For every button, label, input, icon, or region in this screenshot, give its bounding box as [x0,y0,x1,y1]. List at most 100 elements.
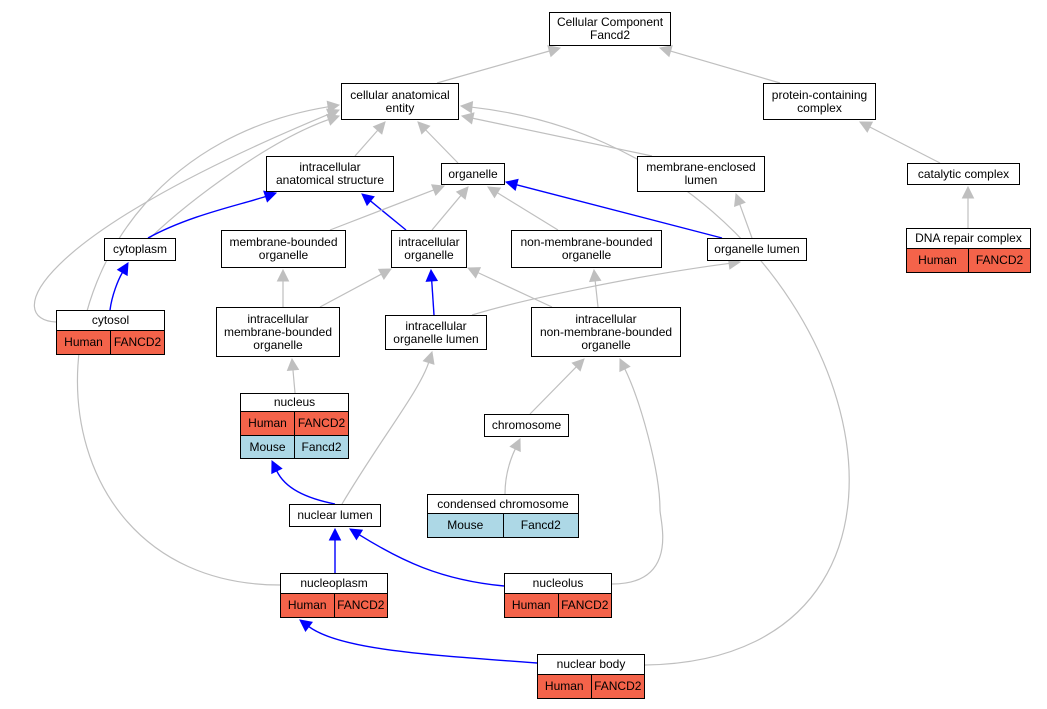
edge-arrowhead [619,357,631,373]
edge-cat-to-pcc [859,121,941,164]
gene-cell[interactable]: FANCD2 [557,594,612,617]
edge-mel-to-cae [460,112,653,157]
node-label: cytoplasm [112,242,168,256]
edge-line [308,626,538,664]
edge-arrowhead [961,185,975,199]
node-iol[interactable]: intracellular organelle lumen [385,315,487,350]
edge-nplasm-to-nlum [328,527,342,573]
node-label: chromosome [491,418,562,432]
edge-cytosol-to-cae [33,108,341,323]
edge-cchrom-to-chrom [504,437,521,495]
edge-olum-to-mel [734,192,753,239]
node-nlum[interactable]: nuclear lumen [289,504,381,527]
node-label: nucleoplasm [300,576,368,590]
edge-arrowhead [372,121,386,135]
node-cat[interactable]: catalytic complex [907,163,1020,185]
edge-arrowhead [588,268,602,283]
node-org[interactable]: organelle [441,163,505,185]
gene-cell[interactable]: Fancd2 [294,436,348,458]
edge-arrowhead [361,193,375,207]
species-cell: Human [918,253,957,267]
species-cell: Human [511,598,551,612]
gene-cell[interactable]: FANCD2 [968,249,1030,272]
edge-arrowhead [460,112,475,125]
edge-io-to-org [431,186,469,231]
edge-cyto-to-ias [147,190,278,239]
edge-mbo-to-org [329,184,446,231]
species-cell: Human [544,679,584,693]
node-label: Cellular Component Fancd2 [556,15,664,42]
node-mel[interactable]: membrane-enclosed lumen [637,156,765,192]
edge-arrowhead [422,350,435,365]
node-nmbo[interactable]: non-membrane-bounded organelle [511,230,662,268]
edge-arrowhead [459,100,474,114]
edge-org-to-cae [417,121,459,164]
node-label: nuclear lumen [297,508,373,522]
edge-line [497,192,559,231]
gene-cell[interactable]: FANCD2 [110,331,164,354]
edge-inmbo-to-nmbo [588,268,602,308]
edge-line [431,195,462,231]
node-mbo[interactable]: membrane-bounded organelle [221,230,346,268]
edge-nlum-to-iol [341,350,435,505]
edge-drc-to-cat [961,185,975,228]
edge-line [33,113,330,323]
edge-nolus-to-inmbo [611,357,664,585]
edge-io-to-ias [361,193,407,231]
edge-line [504,448,516,495]
node-inmbo[interactable]: intracellular non-membrane-bounded organ… [531,307,681,357]
edge-line [76,106,329,586]
species-cell: Human [287,598,327,612]
node-ias[interactable]: intracellular anatomical structure [266,156,394,192]
node-imbo[interactable]: intracellular membrane-bounded organelle [216,307,340,357]
node-cae[interactable]: cellular anatomical entity [341,83,459,120]
edge-line [292,369,296,394]
node-label: intracellular organelle lumen [393,318,479,346]
node-pcc[interactable]: protein-containing complex [763,83,876,120]
edge-line [431,280,435,316]
edge-arrowhead [271,459,283,475]
node-olum[interactable]: organelle lumen [707,238,807,261]
edge-line [516,184,723,239]
edge-arrowhead [425,268,439,282]
edge-nbody-to-nplasm [299,619,538,664]
node-cyto[interactable]: cytoplasm [104,238,176,261]
edge-imbo-to-io [319,268,392,308]
edge-line [471,106,850,666]
edge-arrowhead [286,357,300,372]
gene-cell[interactable]: FANCD2 [333,594,388,617]
edge-arrowhead [504,178,519,191]
edge-line [341,362,430,505]
edge-line [477,272,553,308]
node-chrom[interactable]: chromosome [484,414,569,437]
edge-line [370,200,407,231]
edge-arrowhead [658,45,673,58]
gene-cell[interactable]: FANCD2 [294,412,348,435]
edge-line [472,117,653,157]
node-io[interactable]: intracellular organelle [391,230,467,268]
edge-line [611,368,664,585]
node-label: organelle lumen [714,242,800,256]
edge-arrowhead [326,100,341,114]
gene-cell[interactable]: Fancd2 [502,514,579,537]
edge-arrowhead [417,121,431,135]
edge-nmbo-to-org [487,186,559,231]
node-root[interactable]: Cellular Component Fancd2 [549,12,671,46]
node-label: condensed chromosome [437,496,569,511]
edge-arrowhead [487,186,502,199]
edge-line [147,195,266,239]
edge-line [739,204,753,239]
edge-cae-to-root [436,45,562,84]
edge-cytosol-to-cyto [109,262,129,311]
gene-cell[interactable]: FANCD2 [590,675,645,698]
edge-line [149,119,329,239]
